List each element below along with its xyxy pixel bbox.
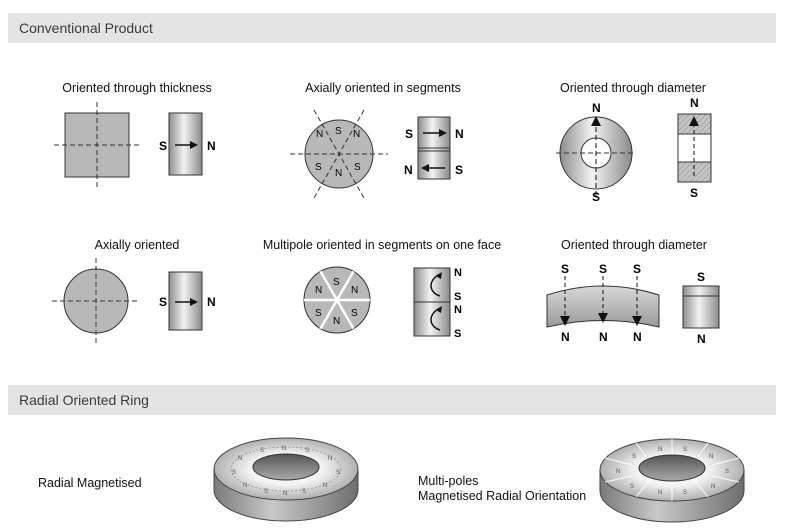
svg-text:S: S: [592, 190, 600, 204]
svg-text:N: N: [283, 491, 287, 497]
caption-axially-oriented: Axially oriented: [94, 238, 180, 252]
svg-text:N: N: [633, 330, 642, 344]
svg-text:S: S: [315, 162, 322, 173]
caption-multipole-segments-one-face: Multipole oriented in segments on one fa…: [262, 238, 502, 252]
label-multi-poles: Multi-poles: [418, 474, 479, 488]
svg-text:S: S: [315, 308, 322, 319]
svg-text:N: N: [616, 469, 620, 475]
svg-text:S: S: [599, 262, 607, 276]
diagram-thickness: S N: [54, 102, 216, 188]
svg-text:N: N: [316, 129, 323, 140]
section-header-conventional: Conventional Product: [8, 13, 776, 43]
ring-hole: [252, 453, 320, 481]
svg-text:N: N: [690, 96, 699, 110]
pole-label-n: N: [207, 139, 216, 153]
pole-label-s: S: [159, 139, 167, 153]
svg-text:N: N: [238, 456, 242, 462]
svg-text:S: S: [561, 262, 569, 276]
svg-text:S: S: [354, 162, 361, 173]
svg-text:N: N: [333, 316, 340, 327]
svg-text:S: S: [725, 469, 729, 475]
diagram-axial-segments: N S N S N S S N N S: [290, 109, 464, 199]
diagram-diameter-ring: N S N S: [556, 96, 712, 204]
caption-axially-oriented-in-segments: Axially oriented in segments: [305, 81, 461, 95]
svg-text:N: N: [455, 127, 464, 141]
diagram-axial: S N: [52, 258, 216, 346]
label-magnetised-radial-orientation: Magnetised Radial Orientation: [418, 489, 587, 503]
svg-text:N: N: [454, 304, 462, 316]
diagram-multipole: N S N S N S N S N S: [303, 266, 462, 340]
svg-text:N: N: [335, 168, 342, 179]
svg-text:N: N: [709, 454, 713, 460]
svg-text:S: S: [159, 295, 167, 309]
cylinder-side-view: [168, 271, 203, 331]
svg-text:S: S: [302, 489, 306, 495]
svg-text:S: S: [260, 448, 264, 454]
arc-cross-section: [682, 285, 720, 329]
caption-oriented-through-diameter-top: Oriented through diameter: [560, 81, 706, 95]
svg-text:N: N: [282, 446, 286, 452]
svg-text:N: N: [315, 285, 322, 296]
svg-text:S: S: [232, 470, 236, 476]
svg-text:S: S: [630, 484, 634, 490]
svg-text:S: S: [305, 448, 309, 454]
svg-text:N: N: [243, 483, 247, 489]
svg-text:S: S: [405, 127, 413, 141]
svg-text:N: N: [207, 295, 216, 309]
svg-text:N: N: [328, 456, 332, 462]
svg-text:S: S: [335, 126, 342, 137]
svg-text:S: S: [455, 163, 463, 177]
svg-text:S: S: [454, 328, 461, 340]
svg-text:N: N: [592, 101, 601, 115]
svg-text:S: S: [690, 186, 698, 200]
svg-text:N: N: [711, 484, 715, 490]
svg-text:N: N: [658, 447, 662, 453]
ring-hole: [638, 454, 706, 482]
svg-text:N: N: [658, 490, 662, 496]
svg-text:N: N: [697, 332, 706, 346]
caption-oriented-through-diameter-bottom: Oriented through diameter: [561, 238, 707, 252]
svg-text:S: S: [683, 490, 687, 496]
svg-text:S: S: [632, 454, 636, 460]
svg-text:N: N: [351, 285, 358, 296]
cylinder-side-view: [168, 112, 203, 176]
multipole-radial-ring: N S S N N S S N N S: [599, 438, 745, 523]
svg-text:N: N: [404, 163, 413, 177]
svg-text:S: S: [333, 277, 340, 288]
svg-text:N: N: [323, 483, 327, 489]
svg-text:N: N: [454, 267, 462, 279]
label-radial-magnetised: Radial Magnetised: [38, 476, 142, 490]
svg-text:S: S: [683, 447, 687, 453]
svg-text:S: S: [633, 262, 641, 276]
section-header-radial: Radial Oriented Ring: [8, 385, 776, 415]
svg-text:S: S: [264, 489, 268, 495]
diagram-diameter-arc: S S S N N N S N: [546, 262, 720, 346]
svg-text:S: S: [336, 470, 340, 476]
radial-magnetised-ring: N S S N N S S N N S S N: [213, 437, 359, 522]
caption-oriented-through-thickness: Oriented through thickness: [62, 81, 212, 95]
svg-text:N: N: [353, 129, 360, 140]
svg-text:S: S: [454, 291, 461, 303]
svg-text:S: S: [351, 308, 358, 319]
svg-text:S: S: [697, 270, 705, 284]
svg-text:N: N: [561, 330, 570, 344]
svg-text:N: N: [599, 330, 608, 344]
